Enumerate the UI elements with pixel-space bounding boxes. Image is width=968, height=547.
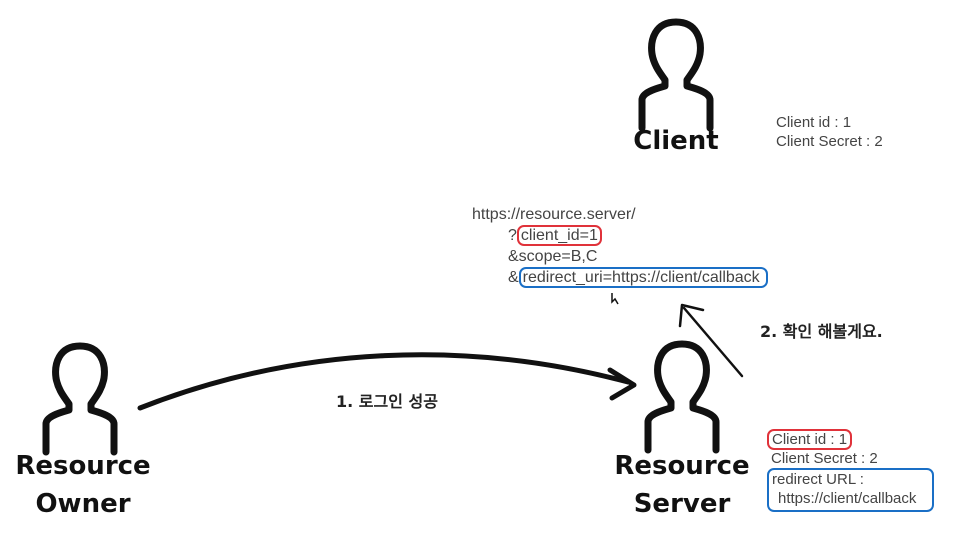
resource-server-label: Resource Server <box>614 451 750 519</box>
url-client-id-highlight: client_id=1 <box>516 225 602 246</box>
cursor-icon <box>611 293 619 305</box>
client-label: Client <box>633 126 719 156</box>
server-redirect-value: https://client/callback <box>778 490 917 507</box>
server-registered-info: Client id : 1 Client Secret : 2 redirect… <box>767 429 934 512</box>
verify-arrow <box>678 303 744 378</box>
resource-owner-label: Resource Owner <box>15 451 151 519</box>
server-client-secret: Client Secret : 2 <box>771 450 878 467</box>
server-client-id-highlight: Client id : 1 <box>767 429 853 450</box>
url-base: https://resource.server/ <box>472 206 636 223</box>
step-verify-label: 2. 확인 해볼게요. <box>760 322 883 341</box>
server-person-icon <box>648 344 716 450</box>
step-login-label: 1. 로그인 성공 <box>336 392 438 411</box>
login-arrow <box>137 352 637 411</box>
url-scope: &scope=B,C <box>508 248 598 265</box>
client-person-icon <box>642 22 710 128</box>
url-q-prefix: ? <box>508 227 517 244</box>
client-info: Client id : 1 Client Secret : 2 <box>776 113 883 151</box>
server-redirect-highlight: redirect URL : https://client/callback <box>767 468 934 512</box>
owner-person-icon <box>46 346 114 452</box>
server-redirect-label: redirect URL : <box>772 471 864 488</box>
client-secret-text: Client Secret : 2 <box>776 133 883 150</box>
url-amp: & <box>508 269 519 286</box>
request-url: https://resource.server/ ?client_id=1 &s… <box>472 204 768 288</box>
client-id-text: Client id : 1 <box>776 114 852 131</box>
url-redirect-highlight: redirect_uri=https://client/callback <box>518 267 768 288</box>
